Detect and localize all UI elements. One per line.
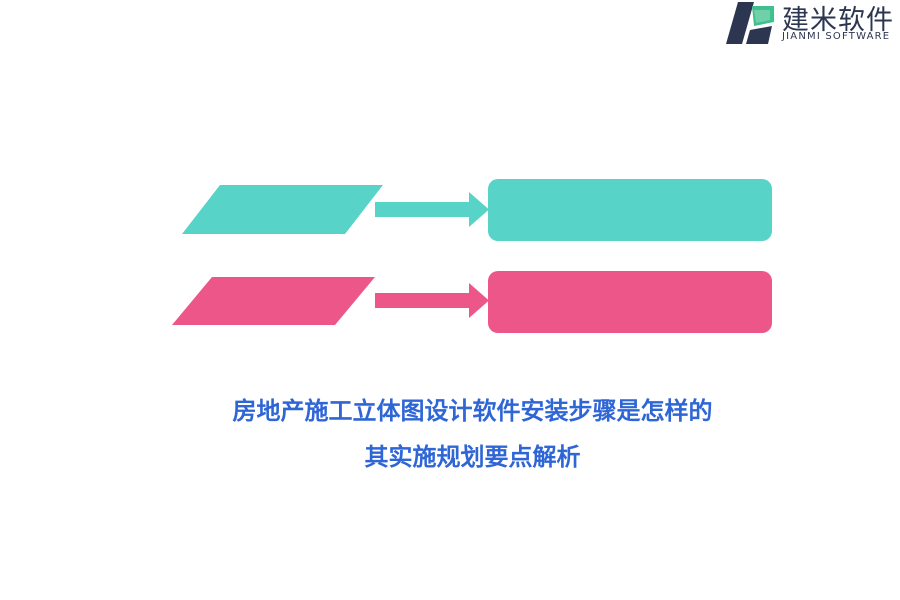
brand-logo: 建米软件 JIANMI SOFTWARE	[724, 0, 900, 48]
caption-line-2: 其实施规划要点解析	[364, 443, 581, 471]
right-arrow-icon	[375, 283, 489, 318]
brand-name-cn: 建米软件	[782, 5, 894, 36]
flow-row-2	[172, 271, 772, 333]
input-parallelogram-2	[172, 277, 375, 325]
diagram-caption: 房地产施工立体图设计软件安装步骤是怎样的 其实施规划要点解析	[0, 388, 900, 480]
flow-row-1	[182, 179, 772, 241]
input-parallelogram-1	[182, 185, 383, 234]
logo-mark-icon	[726, 2, 774, 44]
right-arrow-icon	[375, 192, 489, 227]
caption-line-1: 房地产施工立体图设计软件安装步骤是怎样的	[232, 397, 713, 425]
output-box-1	[488, 179, 772, 241]
output-box-2	[488, 271, 772, 333]
brand-name-en: JIANMI SOFTWARE	[782, 31, 891, 42]
